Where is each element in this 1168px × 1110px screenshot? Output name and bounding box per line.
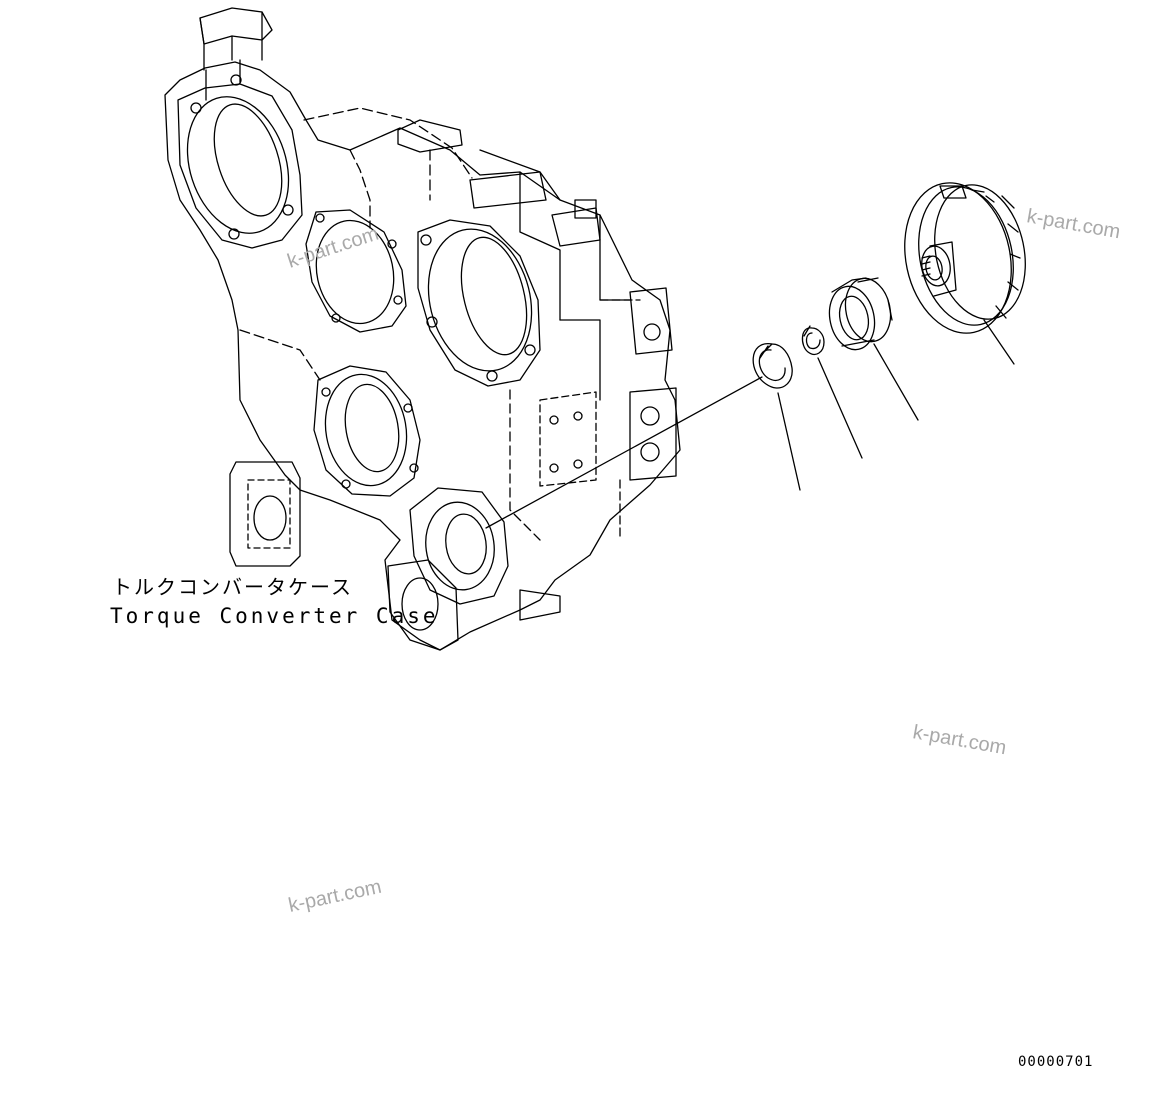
- watermark-middle-right: k-part.com: [911, 721, 1008, 759]
- ball-bearing: [828, 277, 919, 421]
- figure-number: 00000701: [1018, 1054, 1093, 1070]
- snap-ring-large: [752, 343, 801, 491]
- snap-ring-leader-line: [485, 376, 763, 529]
- snap-ring-small: [801, 325, 863, 459]
- watermark-lower-left: k-part.com: [286, 876, 383, 917]
- case-label-english: Torque Converter Case: [110, 604, 439, 628]
- watermark-top-right: k-part.com: [1025, 205, 1122, 243]
- gear-shaft-assembly: [904, 182, 1026, 365]
- watermark-upper-left: k-part.com: [285, 223, 382, 273]
- case-label-japanese: トルクコンバータケース: [112, 575, 353, 599]
- torque-converter-case: [164, 7, 681, 651]
